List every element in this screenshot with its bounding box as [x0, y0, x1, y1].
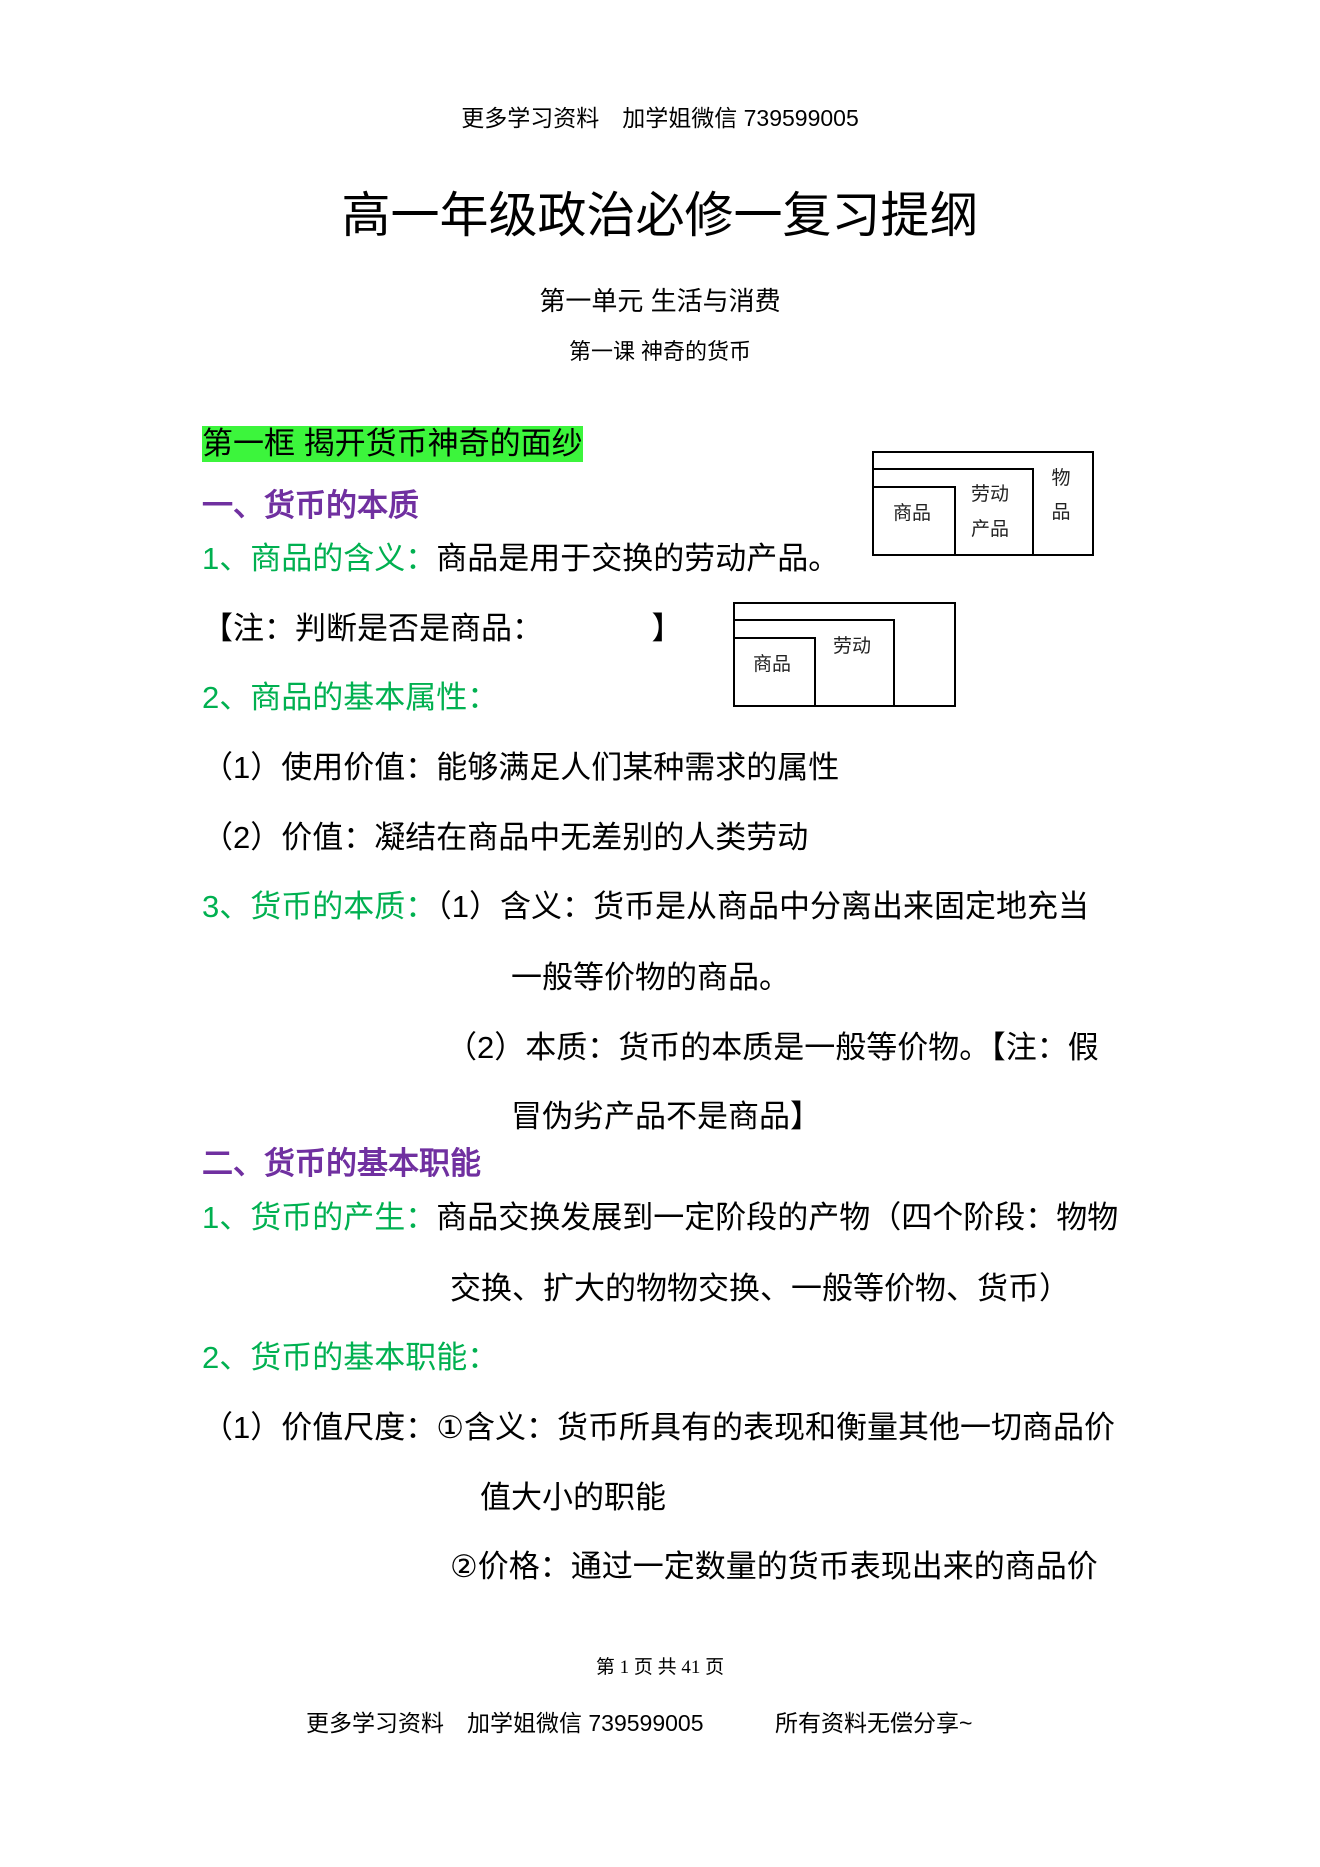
item-text: （1）含义：货币是从商品中分离出来固定地充当: [436, 889, 1089, 924]
document-title: 高一年级政治必修一复习提纲: [341, 189, 979, 243]
item-money-origin: 1、货币的产生：商品交换发展到一定阶段的产物（四个阶段：物物: [202, 1198, 1118, 1238]
diagram-commodity-labor: 商品 劳动: [733, 602, 956, 707]
frame-title-highlighted: 第一框 揭开货币神奇的面纱: [202, 426, 583, 462]
money-essence-nature-continued: 冒伪劣产品不是商品】: [511, 1099, 821, 1134]
page-number: 第 1 页 共 41 页: [595, 1657, 725, 1678]
diagram-label-goods-line1: 物: [1051, 467, 1071, 489]
item-text: 商品交换发展到一定阶段的产物（四个阶段：物物: [436, 1200, 1119, 1235]
diagram-commodity-labor-product-goods: 商品 劳动 产品 物 品: [872, 451, 1094, 556]
item-label: 1、货币的产生：: [202, 1200, 437, 1235]
item-commodity-attributes-label: 2、商品的基本属性：: [202, 680, 499, 715]
section-heading-money-essence: 一、货币的本质: [202, 488, 419, 523]
footer-share-note: 所有资料无偿分享~: [775, 1710, 973, 1736]
header-contact-note: 更多学习资料 加学姐微信 739599005: [461, 105, 859, 131]
diagram-label-goods-line2: 品: [1051, 501, 1071, 523]
attribute-use-value: （1）使用价值：能够满足人们某种需求的属性: [202, 750, 840, 785]
unit-title: 第一单元 生活与消费: [539, 286, 781, 316]
function-value-measure-continued: 值大小的职能: [480, 1480, 666, 1515]
section-heading-money-functions: 二、货币的基本职能: [202, 1146, 481, 1181]
note-judge-commodity: 【注：判断是否是商品： 】: [202, 611, 683, 646]
item-commodity-meaning: 1、商品的含义：商品是用于交换的劳动产品。: [202, 539, 839, 579]
footer-contact-note: 更多学习资料 加学姐微信 739599005: [306, 1710, 704, 1736]
diagram-label-commodity: 商品: [892, 502, 932, 524]
diagram-label-labor-product-line2: 产品: [970, 518, 1010, 540]
money-origin-continued: 交换、扩大的物物交换、一般等价物、货币）: [450, 1271, 1070, 1306]
function-value-measure: （1）价值尺度：①含义：货币所具有的表现和衡量其他一切商品价: [202, 1410, 1116, 1445]
item-money-functions-label: 2、货币的基本职能：: [202, 1340, 499, 1375]
money-essence-nature: （2）本质：货币的本质是一般等价物。【注：假: [446, 1030, 1099, 1065]
item-money-essence: 3、货币的本质：（1）含义：货币是从商品中分离出来固定地充当: [202, 887, 1089, 927]
function-price: ②价格：通过一定数量的货币表现出来的商品价: [450, 1549, 1098, 1584]
lesson-title: 第一课 神奇的货币: [568, 339, 752, 364]
diagram-label-labor-product-line1: 劳动: [970, 483, 1010, 505]
diagram-box-commodity: [733, 637, 816, 707]
item-label: 1、商品的含义：: [202, 541, 437, 576]
diagram-label-commodity: 商品: [752, 653, 792, 675]
diagram-label-labor: 劳动: [832, 635, 872, 657]
item-text: 商品是用于交换的劳动产品。: [436, 541, 840, 576]
money-essence-meaning-continued: 一般等价物的商品。: [511, 960, 790, 995]
attribute-value: （2）价值：凝结在商品中无差别的人类劳动: [202, 820, 809, 855]
item-label: 3、货币的本质：: [202, 889, 437, 924]
diagram-box-commodity: [872, 486, 956, 556]
